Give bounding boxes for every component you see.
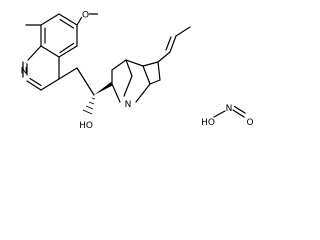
hydroxyl-label: HO bbox=[79, 121, 93, 131]
nitrous-nitrogen-label: N bbox=[226, 104, 233, 114]
quinine-molecule: O N bbox=[21, 11, 191, 131]
nitrous-hydroxyl-label: HO bbox=[201, 118, 215, 128]
methoxy-group: O bbox=[76, 11, 99, 26]
quinuclidine-cage: N bbox=[94, 59, 161, 110]
quinoline-nitrogen-label: N bbox=[21, 67, 28, 77]
methoxy-oxygen-label: O bbox=[82, 11, 89, 21]
carbinol-linker: HO bbox=[58, 67, 96, 131]
chemical-structure-diagram: O N bbox=[21, 11, 254, 132]
nitrous-acid-molecule: HO N O bbox=[201, 104, 253, 128]
vinyl-group bbox=[157, 26, 191, 63]
nitrous-oxo-label: O bbox=[246, 118, 253, 128]
quinuclidine-nitrogen-label: N bbox=[125, 100, 132, 110]
quinoline-ring: N bbox=[21, 13, 78, 91]
